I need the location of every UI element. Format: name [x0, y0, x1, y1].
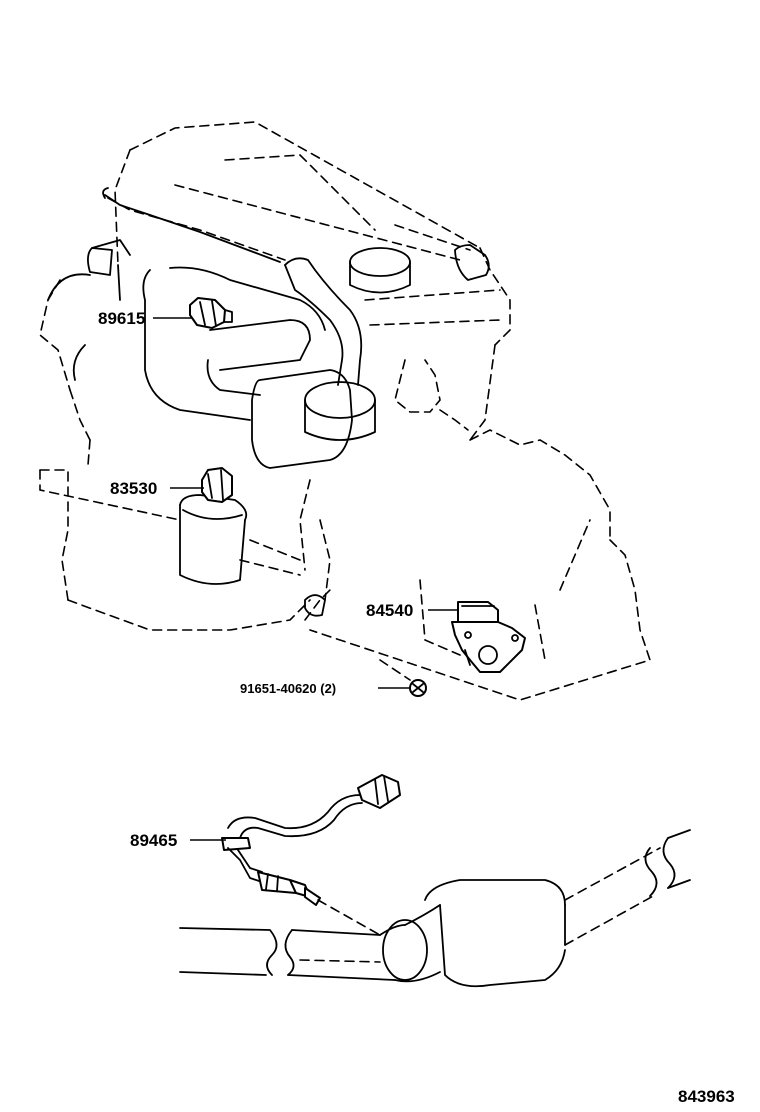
- oxygen-sensor[interactable]: [221, 774, 401, 906]
- engine-outline: [39, 121, 652, 701]
- oil-pressure-switch[interactable]: [189, 297, 233, 329]
- switch-bolt[interactable]: [409, 679, 427, 697]
- part-number-91651-40620: 91651-40620 (2): [240, 681, 336, 696]
- part-number-89615: 89615: [98, 309, 145, 328]
- part-number-83530: 83530: [110, 479, 157, 498]
- oil-pressure-sender[interactable]: [201, 467, 233, 503]
- sensor-guide-dash: [317, 899, 381, 936]
- part-number-84540: 84540: [366, 601, 413, 620]
- exhaust-pipe: [179, 829, 691, 988]
- engine-components: [47, 187, 490, 617]
- illustration-number: 843963: [678, 1087, 735, 1106]
- bolt-guide-dash: [379, 659, 411, 681]
- part-number-89465: 89465: [130, 831, 177, 850]
- neutral-start-switch[interactable]: [451, 601, 526, 673]
